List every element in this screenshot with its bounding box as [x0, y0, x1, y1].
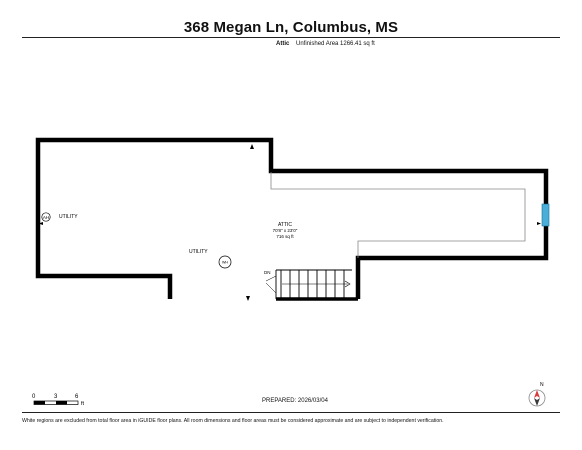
scale-tick-3: 3: [54, 394, 58, 400]
floor-name: Attic: [276, 41, 290, 47]
floor-area-caption: Attic Unfinished Area 1266.41 sq ft: [276, 41, 375, 47]
footer-divider: [22, 412, 560, 413]
floor-area-text: Unfinished Area 1266.41 sq ft: [296, 41, 375, 47]
header-divider: [22, 37, 560, 38]
room-label-utility-left: UTILITY: [59, 214, 78, 220]
air-handler-label: AH: [43, 215, 49, 220]
compass-north-label: N: [540, 382, 544, 388]
room-dims-attic: 70'8" x 23'0": [273, 228, 298, 233]
room-area-attic: 716 sq ft: [276, 234, 294, 239]
door-marker-right: [537, 222, 541, 225]
door-marker-left: [38, 222, 43, 225]
door-marker-top: [250, 144, 254, 149]
disclaimer-text: White regions are excluded from total fl…: [22, 418, 444, 424]
scale-bar: [33, 400, 79, 405]
scale-unit: ft: [81, 401, 85, 407]
door-markers: [38, 144, 541, 301]
plan-title: 368 Megan Ln, Columbus, MS: [183, 19, 399, 36]
water-heater-icon: [218, 255, 232, 269]
scale-tick-0: 0: [32, 394, 36, 400]
door-marker-bottom: [246, 296, 250, 301]
attic-inner-outline: [270, 172, 526, 258]
water-heater-label: WH: [222, 261, 228, 265]
staircase: [275, 269, 352, 299]
room-label-utility-center: UTILITY: [189, 249, 208, 255]
compass-icon: [528, 389, 546, 407]
scale-tick-6: 6: [75, 394, 79, 400]
air-handler-icon: [41, 212, 51, 222]
stair-direction-lines: [265, 275, 277, 294]
room-label-attic: ATTIC: [278, 222, 292, 228]
window: [541, 203, 550, 227]
exterior-walls: [35, 137, 549, 299]
stair-label: DN: [264, 270, 271, 275]
prepared-date: PREPARED: 2026/03/04: [262, 398, 328, 404]
